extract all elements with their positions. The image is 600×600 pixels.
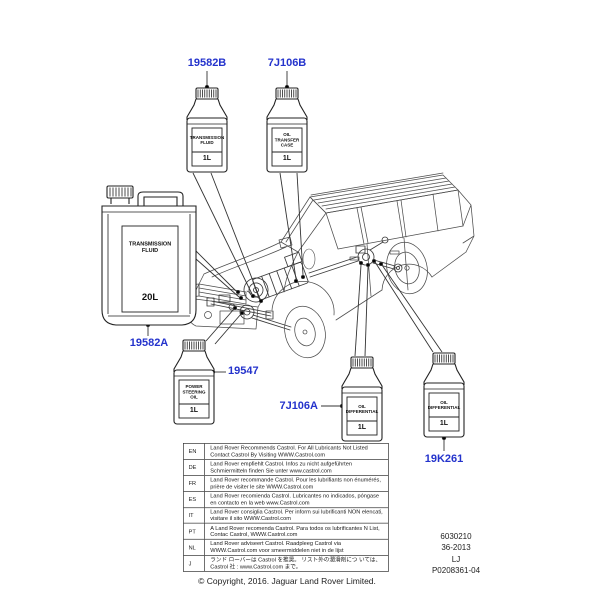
lang-text: Land Rover recomienda Castrol. Lubricant… [210, 492, 380, 506]
lang-text: Land Rover recommande Castrol. Pour les … [210, 476, 381, 490]
lang-code: FR [184, 475, 205, 492]
lang-code: PT [184, 523, 205, 540]
lang-text: Land Rover consiglia Castrol. Per inform… [210, 508, 383, 522]
part-number-19582B[interactable]: 19582B [187, 57, 227, 69]
part-number-7J106A[interactable]: 7J106A [279, 400, 318, 412]
mirror [278, 236, 293, 249]
lang-text: Land Rover empfiehlt Castrol. Infos zu n… [210, 460, 352, 474]
bottle-size-19547: 1L [189, 407, 199, 414]
lang-code: ES [184, 491, 205, 508]
table-row-it: IT Land Rover consiglia Castrol. Per info… [183, 507, 389, 524]
ref-number: 6030210 [440, 532, 472, 541]
table-row-es: ES Land Rover recomienda Castrol. Lubrica… [183, 491, 389, 508]
ref-plate-number: P0208361-04 [431, 566, 481, 576]
lang-text: ランド ローバーは Castrol を推奨。 リスト外の潤滑剤につ いては、Ca… [210, 556, 382, 570]
part-number-7J106B[interactable]: 7J106B [267, 57, 307, 69]
lang-text: Land Rover adviseert Castrol. Raadpleeg … [210, 540, 344, 554]
container-size-19582A: 20L [141, 291, 159, 303]
bottle-label-transmission-fluid-1l: TRANSMISSION FLUID [189, 134, 225, 145]
lang-code: DE [184, 459, 205, 476]
table-row-nl: NL Land Rover adviseert Castrol. Raadplee… [183, 539, 389, 556]
lang-text: Land Rover Recommends Castrol. For All L… [210, 444, 368, 458]
copyright-notice: © Copyright, 2016. Jaguar Land Rover Lim… [198, 576, 376, 586]
part-number-19K261[interactable]: 19K261 [424, 453, 464, 465]
propshaft [308, 256, 359, 278]
part-number-19582A[interactable]: 19582A [129, 337, 169, 349]
front-wheel [284, 305, 326, 359]
bottle-label-oil-transfer-case: OIL TRANSFER CASE [274, 132, 300, 148]
bottle-label-oil-differential-a: OIL DIFFERENTIAL [345, 403, 379, 414]
leader-lines [145, 71, 447, 451]
lang-text: A Land Rover recomenda Castrol. Para tod… [210, 524, 380, 538]
bottle-size-19582B: 1L [202, 155, 212, 162]
drivetrain [206, 236, 403, 331]
vehicle-illustration [186, 172, 475, 359]
bottle-size-19K261: 1L [439, 420, 449, 427]
lang-code: IT [184, 507, 205, 524]
bottle-label-oil-differential-b: OIL DIFFERENTIAL [427, 399, 461, 410]
lang-code: NL [184, 539, 205, 556]
lubricant-recommendation-table: EN Land Rover Recommends Castrol. For All… [183, 443, 389, 572]
table-row-en: EN Land Rover Recommends Castrol. For All… [184, 443, 388, 460]
table-row-de: DE Land Rover empfiehlt Castrol. Infos zu… [183, 459, 389, 476]
bottle-label-power-steering-oil: POWER STEERING OIL [182, 384, 206, 400]
drawing-reference-block: 6030210 36-2013 LJ P0208361-04 [408, 531, 504, 577]
container-transmission-fluid-20l [101, 185, 197, 326]
part-number-19547[interactable]: 19547 [228, 365, 259, 377]
lang-code: J [184, 555, 205, 572]
table-row-j: J ランド ローバーは Castrol を推奨。 リスト外の潤滑剤につ いては、C… [183, 555, 389, 572]
ref-code: LJ [451, 554, 461, 564]
front-differential [239, 304, 255, 320]
table-row-fr: FR Land Rover recommande Castrol. Pour le… [183, 475, 389, 492]
bottle-size-7J106A: 1L [357, 424, 367, 431]
table-row-pt: PT A Land Rover recomenda Castrol. Para t… [183, 523, 389, 540]
container-label-transmission-fluid-20l: TRANSMISSION FLUID [128, 240, 172, 254]
bottle-size-7J106B: 1L [282, 155, 292, 162]
lang-code: EN [184, 443, 205, 460]
steering-rack [210, 300, 272, 317]
ref-date: 36-2013 [441, 543, 471, 553]
